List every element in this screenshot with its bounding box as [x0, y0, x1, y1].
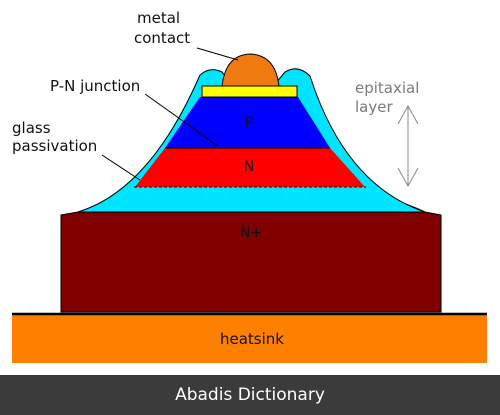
- glass-leader: [101, 154, 141, 181]
- p-region-label: P: [245, 115, 253, 131]
- heatsink-block: [12, 314, 487, 363]
- glass-label-line1: glass: [12, 119, 51, 137]
- metal-contact-leader: [196, 47, 239, 61]
- epitaxial-arrow-up-head: [397, 104, 419, 125]
- n-region: [135, 148, 365, 187]
- metal-contact-label-line1: metal: [137, 9, 180, 27]
- epitaxial-arrow-down-head: [397, 167, 419, 188]
- glass-label-line2: passivation: [12, 137, 97, 155]
- footer-text: Abadis Dictionary: [175, 385, 325, 405]
- metal-contact: [221, 53, 280, 88]
- epitaxial-label-line1: epitaxial: [355, 79, 419, 97]
- pn-junction-label: P-N junction: [50, 77, 140, 95]
- contact-pad: [201, 85, 298, 98]
- pn-junction-leader: [144, 93, 219, 147]
- footer-bar: Abadis Dictionary: [0, 375, 500, 415]
- p-region: [165, 97, 330, 148]
- epitaxial-label-line2: layer: [355, 98, 393, 116]
- metal-contact-label-line2: contact: [134, 29, 190, 47]
- n-region-label: N: [244, 159, 254, 175]
- diode-cross-section-diagram: metal contact P-N junction glass passiva…: [12, 9, 487, 363]
- n-plus-region-label: N+: [240, 225, 262, 241]
- heatsink-label: heatsink: [220, 330, 284, 348]
